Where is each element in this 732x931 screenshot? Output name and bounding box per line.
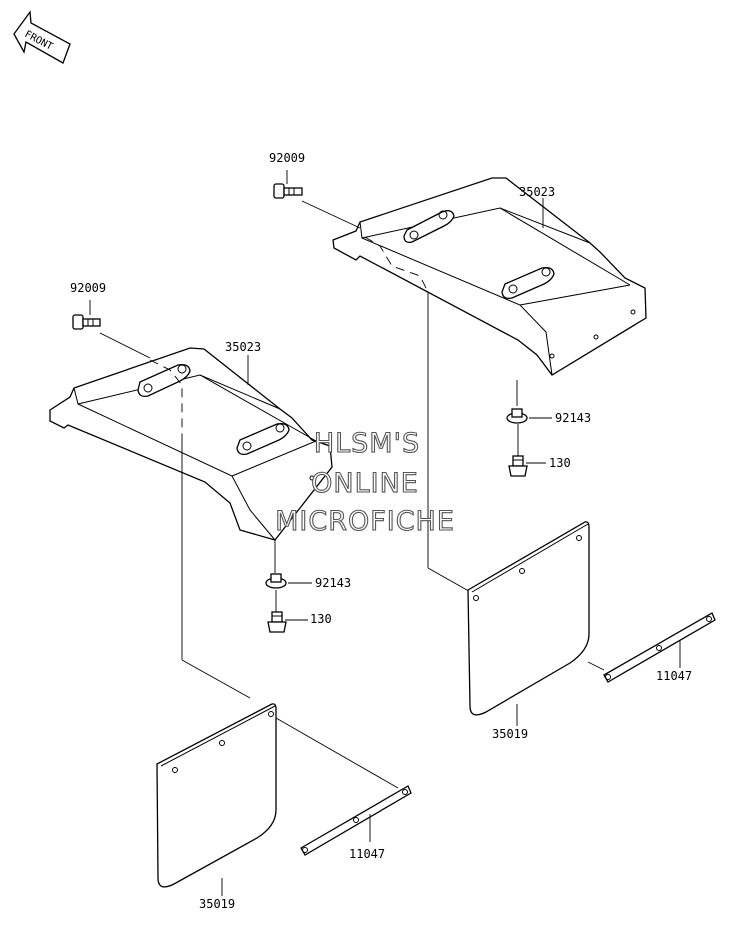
washer-right-icon <box>506 408 528 424</box>
watermark-line-1: HLSM'S <box>314 428 420 459</box>
watermark-line-3: MICROFICHE <box>275 506 455 537</box>
callout-fender-right: 35023 <box>519 185 555 199</box>
callout-fender-left: 35023 <box>225 340 261 354</box>
watermark: HLSM'S ONLINE MICROFICHE <box>275 427 455 537</box>
callout-screw-left: 130 <box>310 612 332 626</box>
callout-strip-right: 11047 <box>656 669 692 683</box>
screw-right-icon <box>508 455 528 477</box>
mud-flap-right <box>467 521 590 716</box>
callout-washer-right: 92143 <box>555 411 591 425</box>
front-arrow-icon: FRONT <box>13 10 71 64</box>
callout-strip-left: 11047 <box>349 847 385 861</box>
mud-flap-left <box>156 703 277 888</box>
strip-left <box>300 785 412 856</box>
fender-left <box>49 347 333 541</box>
watermark-line-2: ONLINE <box>311 468 419 499</box>
callout-washer-left: 92143 <box>315 576 351 590</box>
washer-left-icon <box>265 573 287 589</box>
callout-screw-right: 130 <box>549 456 571 470</box>
bolt-right-icon <box>273 183 303 199</box>
callout-bolt-left: 92009 <box>70 281 106 295</box>
fender-right <box>332 177 647 376</box>
callout-flap-left: 35019 <box>199 897 235 911</box>
screw-left-icon <box>267 611 287 633</box>
bolt-left-icon <box>72 314 101 330</box>
callout-bolt-right: 92009 <box>269 151 305 165</box>
callout-flap-right: 35019 <box>492 727 528 741</box>
strip-right <box>603 612 716 683</box>
